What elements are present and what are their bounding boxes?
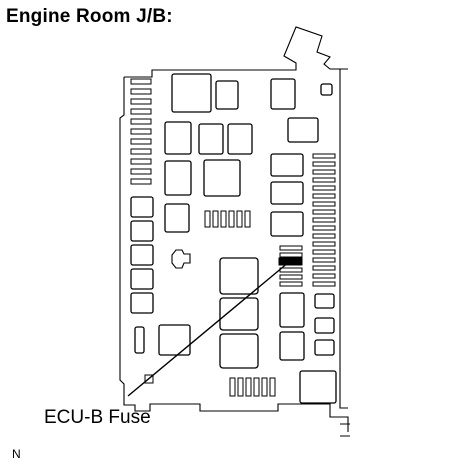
bottom-fuse-row: [229, 377, 276, 397]
top-relays: [171, 73, 333, 143]
ecu-b-fuse: [278, 257, 303, 266]
left-relay-column: [130, 196, 154, 354]
right-fuse-column: [312, 153, 336, 287]
right-middle-relays: [270, 153, 304, 237]
right-lower-relays: [299, 293, 337, 404]
middle-relays: [164, 121, 253, 233]
fuse-slot-group: [278, 245, 303, 287]
diagram-title: Engine Room J/B:: [6, 6, 173, 27]
left-terminal-slots: [130, 78, 152, 185]
figure-code: N: [12, 447, 21, 461]
connector-notch: [171, 249, 191, 269]
ecu-b-fuse-label: ECU-B Fuse: [44, 407, 151, 428]
lower-relays: [158, 257, 305, 369]
mini-fuse-row: [204, 210, 251, 228]
callout-leader-line: [127, 261, 290, 397]
junction-block-outline: [119, 26, 349, 432]
